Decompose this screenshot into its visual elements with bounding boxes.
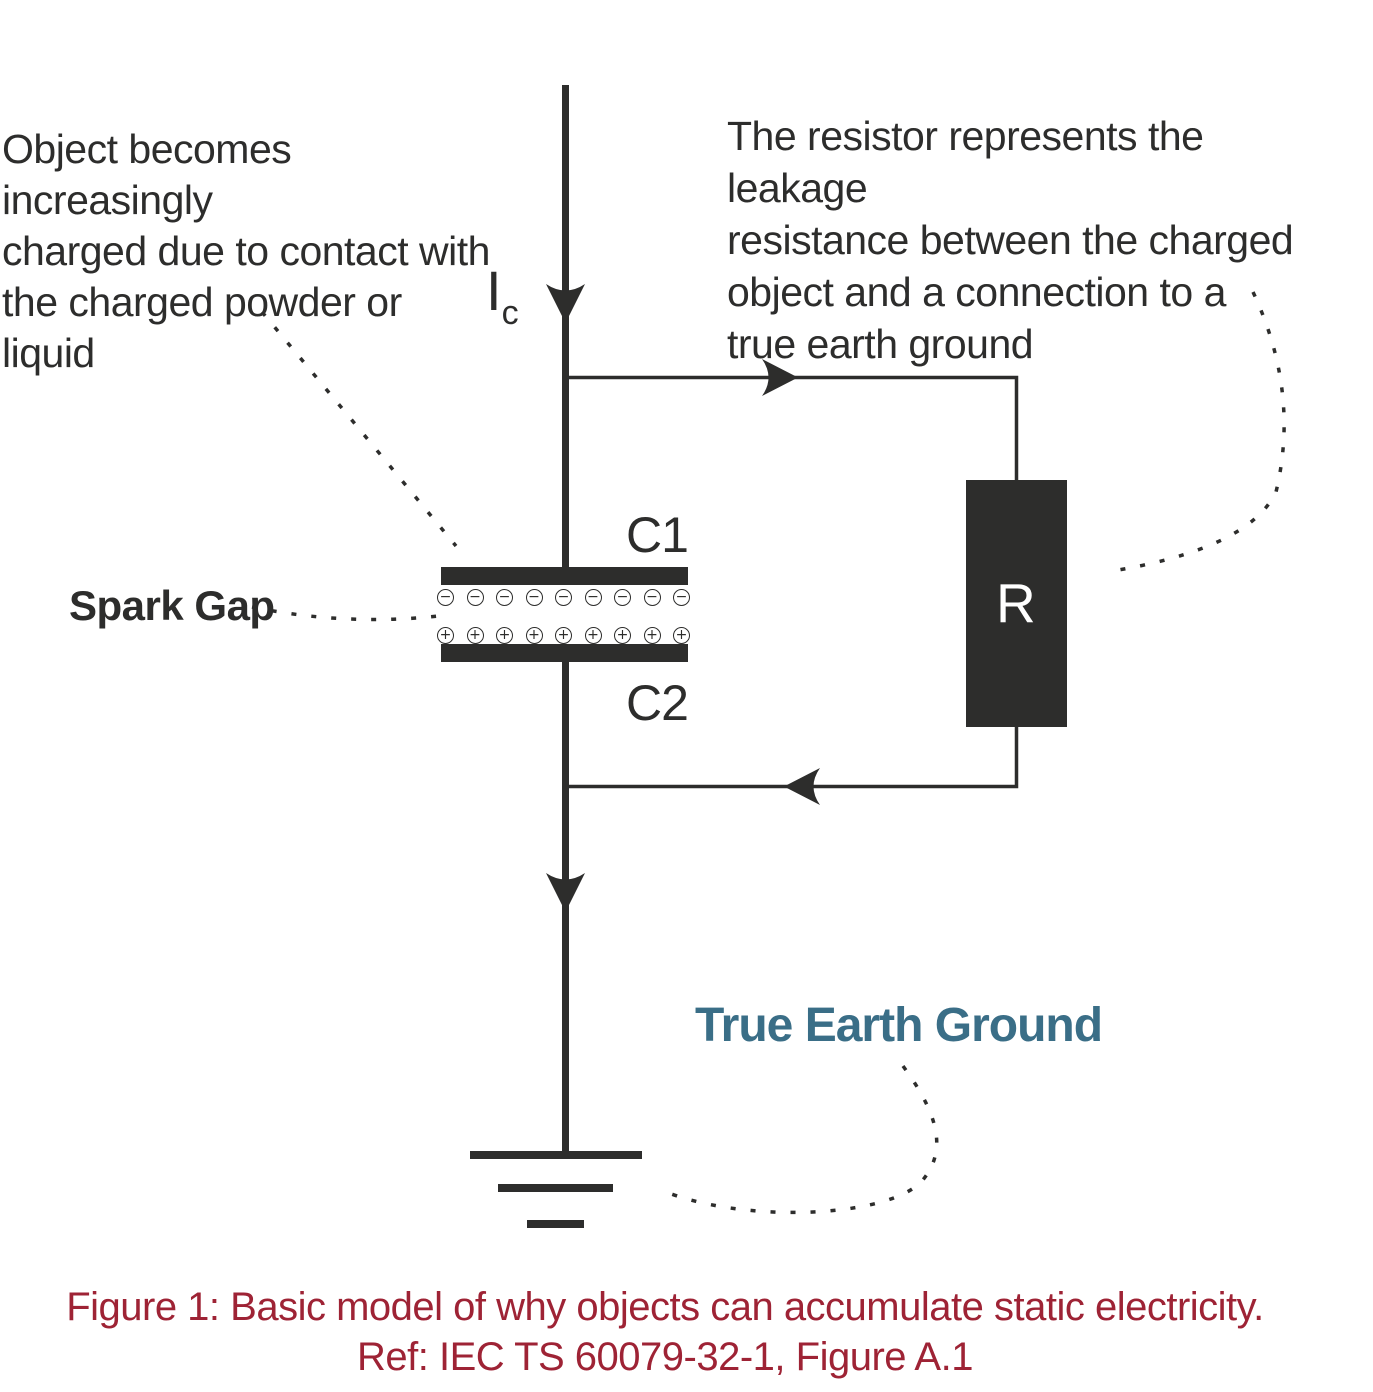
spark-gap-label: Spark Gap bbox=[69, 582, 275, 629]
positive-charge-icon: + bbox=[466, 626, 484, 644]
figure-caption-line2: Ref: IEC TS 60079-32-1, Figure A.1 bbox=[357, 1335, 973, 1379]
current-subscript: c bbox=[501, 294, 519, 332]
positive-charges-row: + + + + + + + + + bbox=[437, 626, 690, 644]
resistor-return-wire bbox=[567, 727, 1019, 789]
positive-charge-icon: + bbox=[614, 626, 631, 644]
negative-charge-icon: − bbox=[555, 588, 572, 606]
charging-current-label: Ic bbox=[486, 258, 519, 330]
earth-ground-icon bbox=[470, 1151, 642, 1228]
current-arrow-right-icon bbox=[762, 359, 798, 396]
left-note: Object becomes increasingly charged due … bbox=[2, 126, 490, 376]
resistor-label: R bbox=[996, 572, 1035, 634]
figure-caption-line1: Figure 1: Basic model of why objects can… bbox=[66, 1285, 1264, 1329]
current-arrow-left-icon bbox=[784, 768, 820, 805]
current-symbol: I bbox=[486, 259, 502, 322]
leader-right-note-to-resistor bbox=[1105, 291, 1286, 574]
negative-charge-icon: − bbox=[584, 588, 602, 606]
resistor-body bbox=[966, 480, 1067, 727]
positive-charge-icon: + bbox=[584, 626, 602, 644]
current-arrow-down-top-icon bbox=[546, 284, 585, 323]
negative-charges-row: −−−−−−−−− bbox=[437, 588, 690, 606]
negative-charge-icon: − bbox=[673, 588, 690, 606]
positive-charge-icon: + bbox=[496, 626, 513, 644]
positive-charge-icon: + bbox=[643, 626, 661, 644]
capacitor-c2-label: C2 bbox=[626, 675, 689, 731]
negative-charge-icon: − bbox=[496, 588, 513, 606]
positive-charge-icon: + bbox=[555, 626, 572, 644]
negative-charge-icon: − bbox=[614, 588, 631, 606]
positive-charge-icon: + bbox=[437, 626, 454, 644]
resistor-branch-wire-top bbox=[567, 375, 1019, 481]
leader-spark-gap-to-gap bbox=[251, 605, 448, 622]
negative-charge-icon: − bbox=[525, 588, 543, 606]
negative-charge-icon: − bbox=[466, 588, 484, 606]
current-arrow-down-bottom-icon bbox=[546, 873, 585, 912]
true-earth-ground-label: True Earth Ground bbox=[695, 999, 1103, 1052]
leader-left-note-to-capacitor bbox=[260, 310, 458, 548]
capacitor-plate-top bbox=[441, 567, 688, 585]
positive-charge-icon: + bbox=[525, 626, 543, 644]
leader-true-earth-to-ground bbox=[660, 1064, 939, 1215]
positive-charge-icon: + bbox=[673, 626, 690, 644]
capacitor-c1-label: C1 bbox=[626, 507, 689, 563]
right-note: The resistor represents the leakage resi… bbox=[727, 113, 1294, 367]
negative-charge-icon: − bbox=[643, 588, 661, 606]
figure-caption: Figure 1: Basic model of why objects can… bbox=[0, 1282, 1330, 1382]
negative-charge-icon: − bbox=[437, 588, 454, 606]
capacitor-plate-bottom bbox=[441, 644, 688, 662]
